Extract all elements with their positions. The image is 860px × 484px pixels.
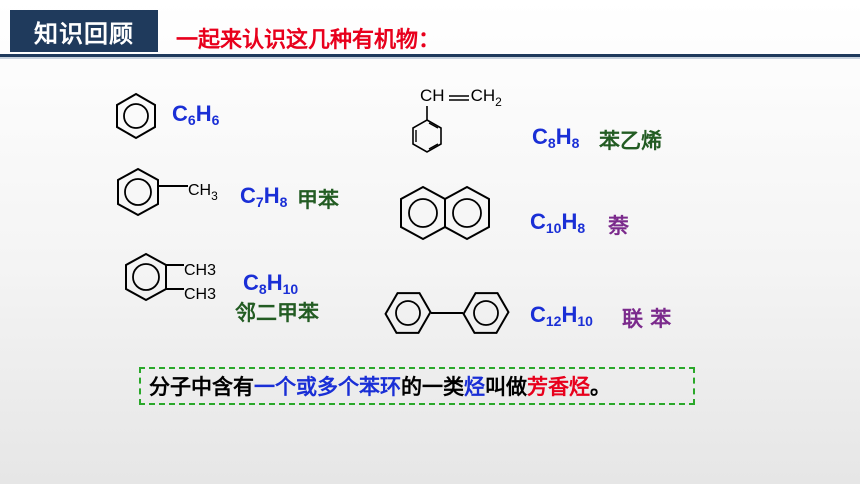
naphthalene-structure	[400, 185, 490, 241]
xylene-ch3-bottom: CH3	[184, 286, 217, 303]
benzene-formula: C6H6	[172, 101, 220, 128]
xylene-ch3-top: CH3	[184, 262, 217, 279]
summary-box: 分子中含有一个或多个苯环的一类烃叫做芳香烃。	[139, 367, 695, 405]
xylene-structure	[125, 252, 184, 302]
styrene-name: 苯乙烯	[599, 129, 662, 153]
summary-highlight-hydrocarbon: 烃	[464, 375, 485, 399]
toluene-name: 甲苯	[297, 188, 339, 212]
summary-text-2: 的一类	[401, 375, 464, 399]
section-badge: 知识回顾	[10, 10, 158, 52]
xylene-name: 邻二甲苯	[235, 301, 319, 325]
benzene-structure	[116, 92, 156, 140]
styrene-formula: C8H8	[532, 124, 580, 151]
summary-text-4: 。	[590, 375, 611, 399]
summary-text-1: 分子中含有	[149, 375, 254, 399]
xylene-formula: C8H10	[243, 270, 299, 297]
slide-subtitle: 一起来认识这几种有机物：	[176, 28, 441, 53]
toluene-structure	[117, 167, 188, 217]
styrene-structure	[412, 95, 469, 153]
biphenyl-structure	[384, 292, 510, 334]
summary-text-3: 叫做	[485, 375, 527, 399]
header-rule	[0, 54, 860, 57]
biphenyl-formula: C12H10	[530, 302, 593, 329]
header-rule-shadow	[0, 57, 860, 59]
summary-highlight-rings: 一个或多个苯环	[254, 375, 401, 399]
biphenyl-name: 联 苯	[622, 307, 672, 331]
toluene-formula: C7H8	[240, 183, 288, 210]
naphthalene-name: 萘	[608, 214, 629, 238]
naphthalene-formula: C10H8	[530, 209, 586, 236]
summary-highlight-aromatic: 芳香烃	[527, 375, 590, 399]
toluene-ch3-label: CH3	[188, 182, 218, 204]
